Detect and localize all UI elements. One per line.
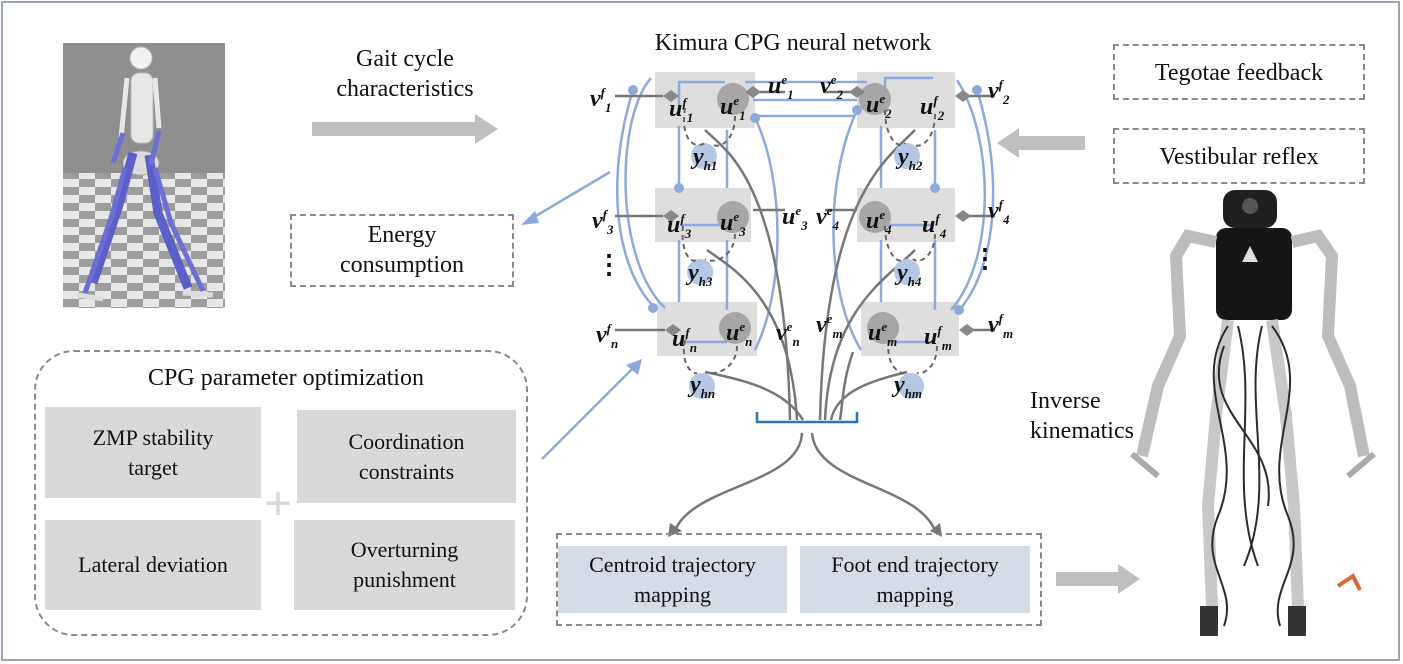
cpg-network-diagram	[615, 72, 995, 424]
skeleton-simulation-image	[63, 43, 225, 308]
tegotae-feedback-label: Tegotae feedback	[1154, 60, 1324, 86]
arrow-gait-to-network	[312, 114, 498, 144]
tegotae-feedback-box	[1113, 44, 1365, 100]
mapping-group-box	[556, 533, 1042, 626]
plus-sign: +	[263, 475, 293, 531]
arrow-optimization-to-network	[541, 359, 642, 460]
cpg-optimization-box	[34, 350, 528, 636]
cpg-optimization-title: CPG parameter optimization	[148, 365, 424, 391]
energy-consumption-box	[290, 214, 514, 287]
network-title: Kimura CPG neural network	[654, 30, 932, 56]
arrows-to-mapping	[668, 432, 942, 537]
vestibular-reflex-label: Vestibular reflex	[1159, 144, 1319, 170]
vestibular-reflex-box	[1113, 128, 1365, 184]
arrow-network-to-energy	[521, 170, 611, 225]
lateral-deviation-box: Lateral deviation	[45, 520, 261, 610]
arrow-feedback-to-network	[997, 128, 1085, 158]
humanoid-robot-image	[1128, 186, 1380, 646]
arrow-mapping-to-robot	[1056, 564, 1140, 594]
